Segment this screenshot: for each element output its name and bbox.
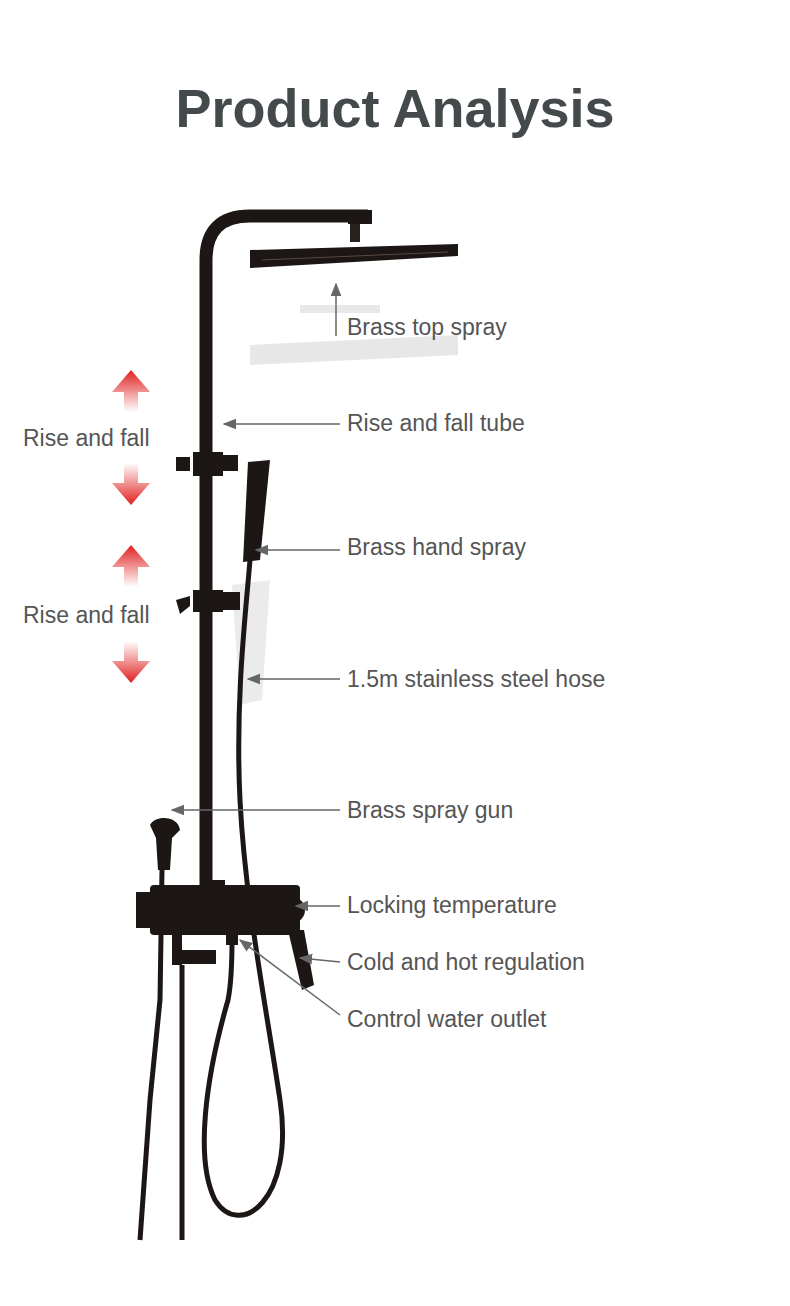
part-label: Rise and fall — [23, 424, 150, 452]
part-label: Cold and hot regulation — [347, 948, 585, 976]
page-title: Product Analysis — [0, 76, 790, 140]
part-label: Brass top spray — [347, 313, 507, 341]
pole — [206, 216, 368, 890]
rain-head — [250, 244, 458, 268]
part-label: Rise and fall tube — [347, 409, 525, 437]
part-label: Rise and fall — [23, 601, 150, 629]
hand-spray — [243, 460, 270, 562]
part-label: Locking temperature — [347, 891, 557, 919]
leader-lines — [172, 284, 340, 1015]
mixer — [150, 885, 300, 935]
part-label: Brass spray gun — [347, 796, 513, 824]
spray-gun — [150, 818, 180, 870]
part-label: Brass hand spray — [347, 533, 526, 561]
part-label: Control water outlet — [347, 1005, 546, 1033]
part-label: 1.5m stainless steel hose — [347, 665, 605, 693]
